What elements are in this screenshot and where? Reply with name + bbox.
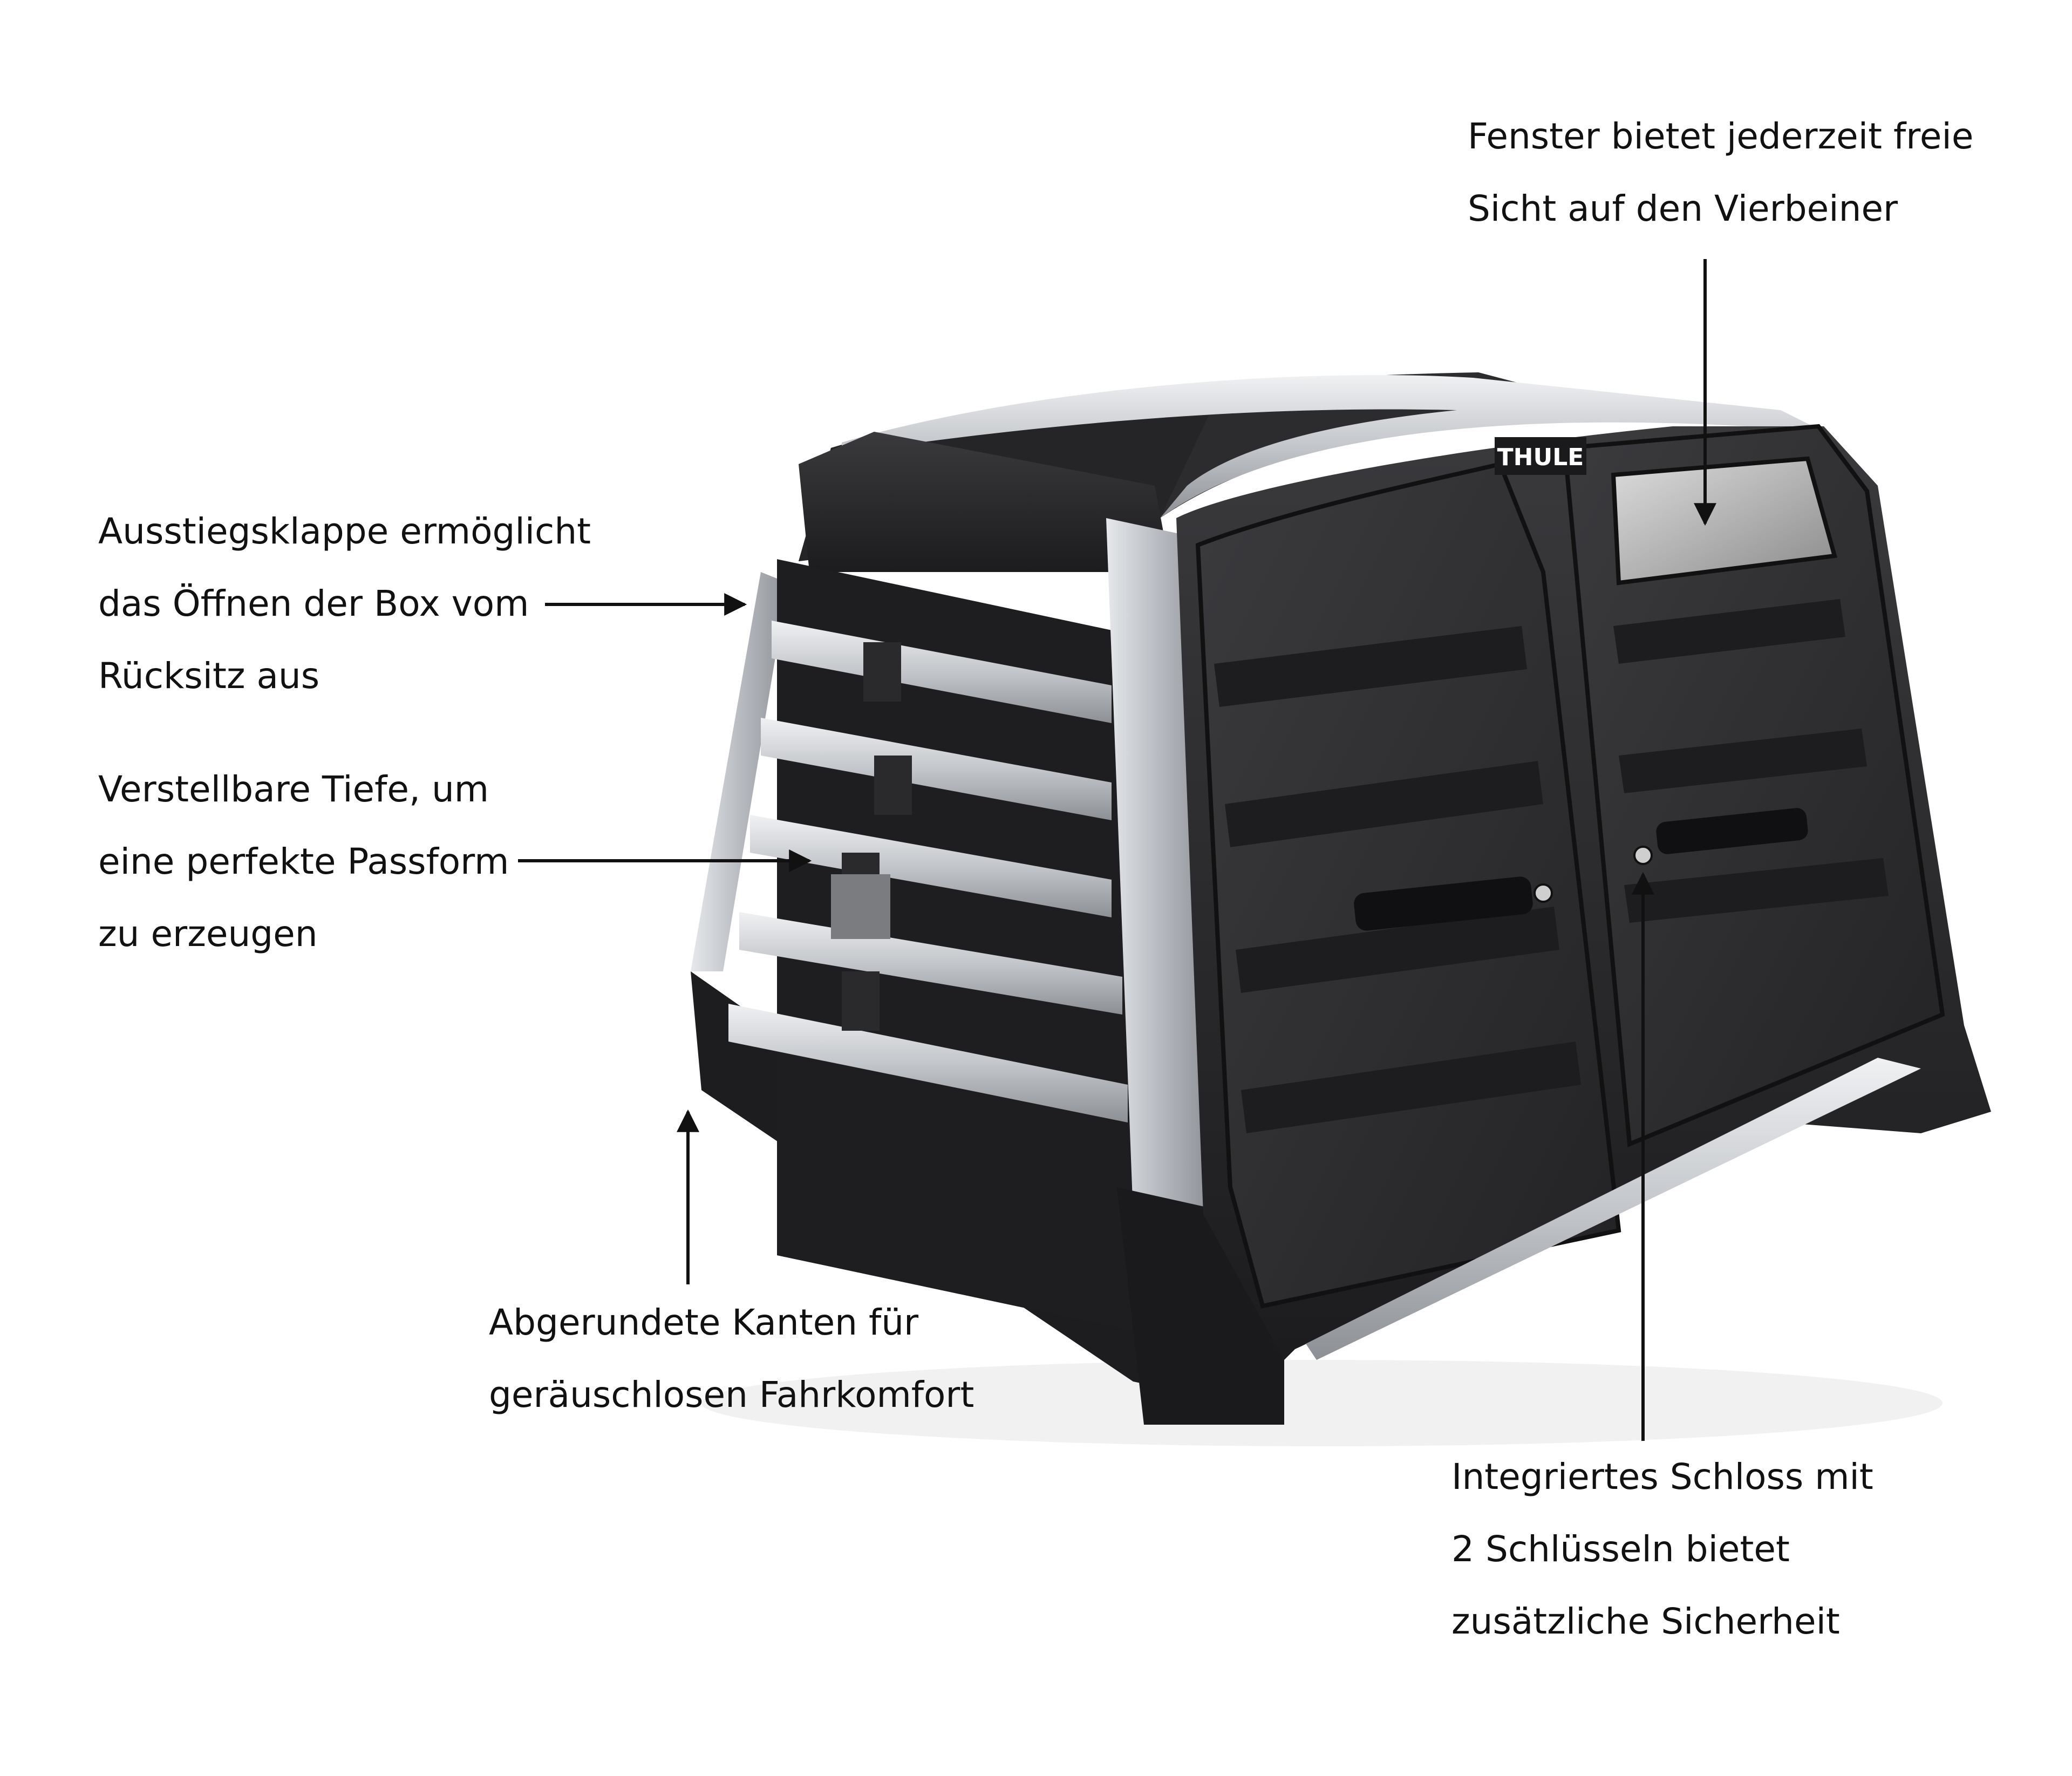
callout-hatch: Ausstiegsklappe ermöglicht das Öffnen de… [98,495,591,712]
right-door-handle [1656,808,1808,854]
callout-depth-line: Verstellbare Tiefe, um [98,768,489,810]
callout-depth-line: eine perfekte Passform [98,841,509,882]
callout-hatch-line: Rücksitz aus [98,655,320,697]
left-door-handle [1354,876,1533,931]
right-door [1562,424,1945,1147]
brand-logo-text: THULE [1497,444,1584,471]
callout-edges-line: Abgerundete Kanten für [489,1302,919,1343]
depth-bars [728,621,1128,1122]
callout-window: Fenster bietet jederzeit freie Sicht auf… [1468,100,1973,245]
callout-window-line: Sicht auf den Vierbeiner [1468,188,1898,229]
callout-lock: Integriertes Schloss mit 2 Schlüsseln bi… [1451,1441,1873,1658]
callout-lock-line: zusätzliche Sicherheit [1451,1601,1840,1642]
callout-edges: Abgerundete Kanten für geräuschlosen Fah… [489,1287,974,1431]
callout-depth: Verstellbare Tiefe, um eine perfekte Pas… [98,753,509,970]
lock-cylinder [1633,846,1653,865]
brand-logo: THULE [1495,437,1586,475]
left-rear-edge [691,572,788,971]
callout-hatch-line: das Öffnen der Box vom [98,583,529,624]
callout-lock-line: Integriertes Schloss mit [1451,1456,1873,1498]
callout-edges-line: geräuschlosen Fahrkomfort [489,1374,974,1416]
callout-window-line: Fenster bietet jederzeit freie [1468,115,1974,157]
crate: THULE [691,372,1991,1446]
depth-adjuster-latch [831,874,890,939]
callout-lock-line: 2 Schlüsseln bietet [1451,1528,1790,1570]
leader-lines [518,259,1716,1441]
callout-depth-line: zu erzeugen [98,913,318,955]
right-door-window [1611,456,1838,586]
callout-hatch-line: Ausstiegsklappe ermöglicht [98,511,591,552]
